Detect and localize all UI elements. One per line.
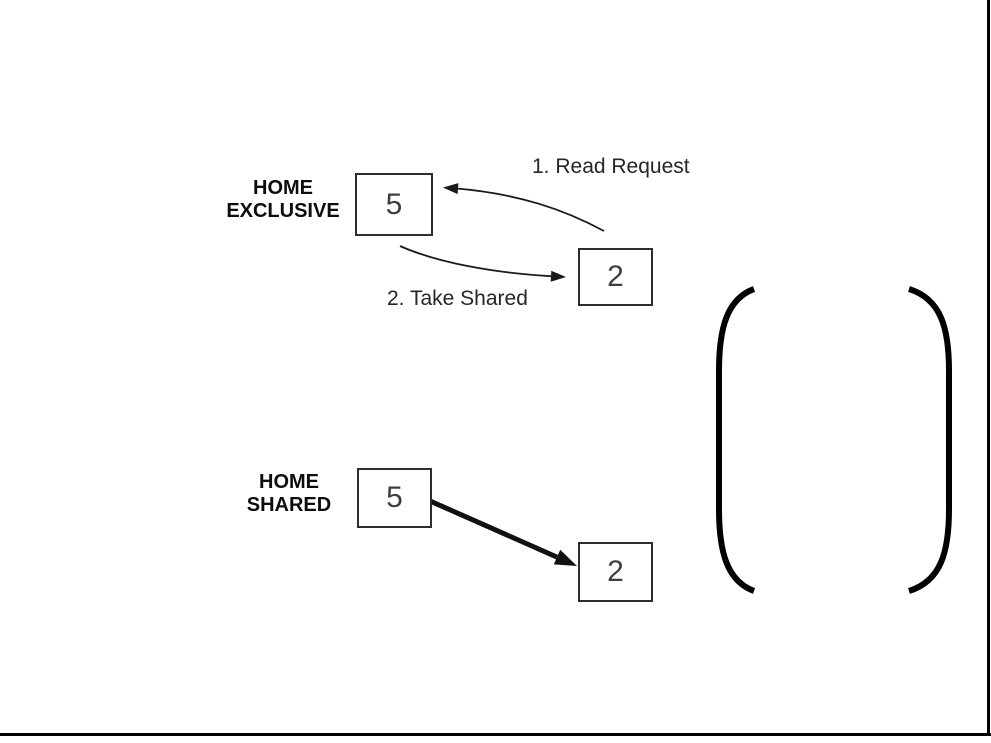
take-shared-arrow — [399, 245, 566, 282]
left-parenthesis — [716, 286, 756, 594]
home-exclusive-home-node: 5 — [355, 173, 433, 236]
right-parenthesis — [907, 286, 952, 594]
home-shared-home-node: 5 — [357, 468, 432, 528]
home-shared-remote-node-value: 2 — [607, 555, 624, 588]
home-shared-label-line1: HOME — [259, 471, 319, 493]
home-shared-home-node-value: 5 — [386, 481, 403, 514]
home-shared-remote-node: 2 — [578, 542, 653, 602]
home-shared-label: HOME SHARED — [230, 471, 348, 517]
take-shared-arrow-label: 2. Take Shared — [387, 287, 528, 310]
home-exclusive-remote-node-value: 2 — [607, 260, 624, 293]
read-request-arrow — [443, 183, 605, 232]
read-request-arrow-label: 1. Read Request — [532, 155, 690, 178]
home-exclusive-label: HOME EXCLUSIVE — [218, 177, 348, 223]
home-exclusive-remote-node: 2 — [578, 248, 653, 306]
home-shared-label-line2: SHARED — [246, 494, 332, 516]
home-shared-transfer-arrow — [419, 494, 577, 566]
home-exclusive-label-line2: EXCLUSIVE — [226, 200, 340, 222]
home-exclusive-label-line1: HOME — [253, 177, 313, 199]
home-exclusive-home-node-value: 5 — [385, 187, 403, 221]
